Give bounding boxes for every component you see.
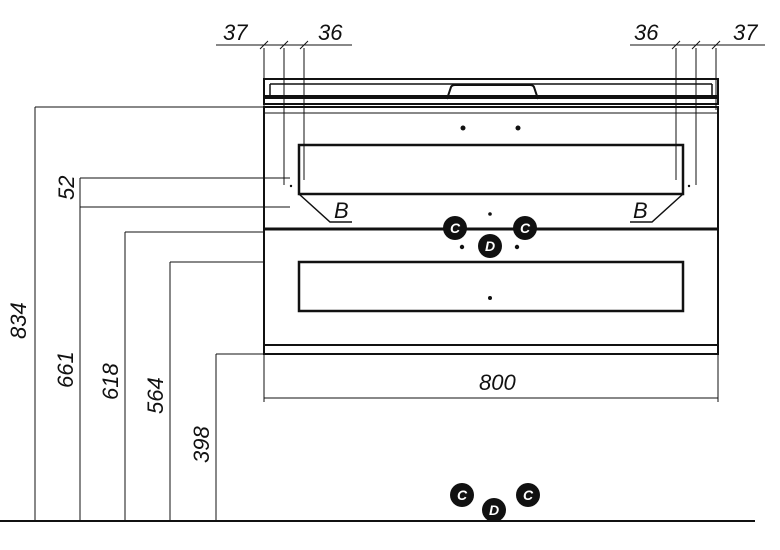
marker-c-upper-right [513, 216, 537, 240]
marker-d-lower [482, 498, 506, 522]
dim-height-564: 564 [143, 377, 168, 414]
label-b-right: B [633, 198, 648, 223]
mount-hole [515, 125, 521, 131]
mount-hole [460, 125, 466, 131]
drawer-handle [488, 296, 492, 300]
dimension-width [263, 355, 719, 402]
svg-text:C: C [457, 487, 468, 503]
upper-connection-markers: C C D [443, 216, 537, 258]
marker-c-lower-right [516, 483, 540, 507]
lower-drawer-front [297, 260, 685, 313]
dim-top-right-outer: 37 [733, 20, 758, 45]
dim-top-right-inner: 36 [634, 20, 659, 45]
svg-text:C: C [450, 220, 461, 236]
cabinet-body [263, 106, 719, 355]
svg-text:C: C [520, 220, 531, 236]
dim-height-398: 398 [189, 426, 214, 463]
dimension-top-right [630, 40, 765, 185]
dim-height-618: 618 [98, 363, 123, 400]
bracket-right [630, 193, 684, 223]
svg-text:D: D [485, 238, 495, 254]
dim-height-661: 661 [53, 351, 78, 388]
svg-text:C: C [523, 487, 534, 503]
label-b-left: B [334, 198, 349, 223]
dimension-top-left [216, 40, 352, 185]
marker-c-lower-left [450, 483, 474, 507]
vertical-dimensions [34, 106, 290, 521]
dim-top-left-outer: 37 [223, 20, 248, 45]
dim-width: 800 [479, 370, 516, 395]
bracket-left [298, 193, 352, 223]
marker-c-upper-left [443, 216, 467, 240]
svg-text:D: D [489, 502, 499, 518]
dim-top-left-inner: 36 [318, 20, 343, 45]
upper-drawer-front [297, 143, 685, 196]
dim-height-total: 834 [6, 302, 31, 339]
dim-height-offset: 52 [54, 176, 79, 200]
marker-d-upper [478, 234, 502, 258]
floor-connection-markers: C C D [450, 483, 540, 522]
countertop [263, 78, 719, 105]
faucet-outline [446, 84, 539, 100]
